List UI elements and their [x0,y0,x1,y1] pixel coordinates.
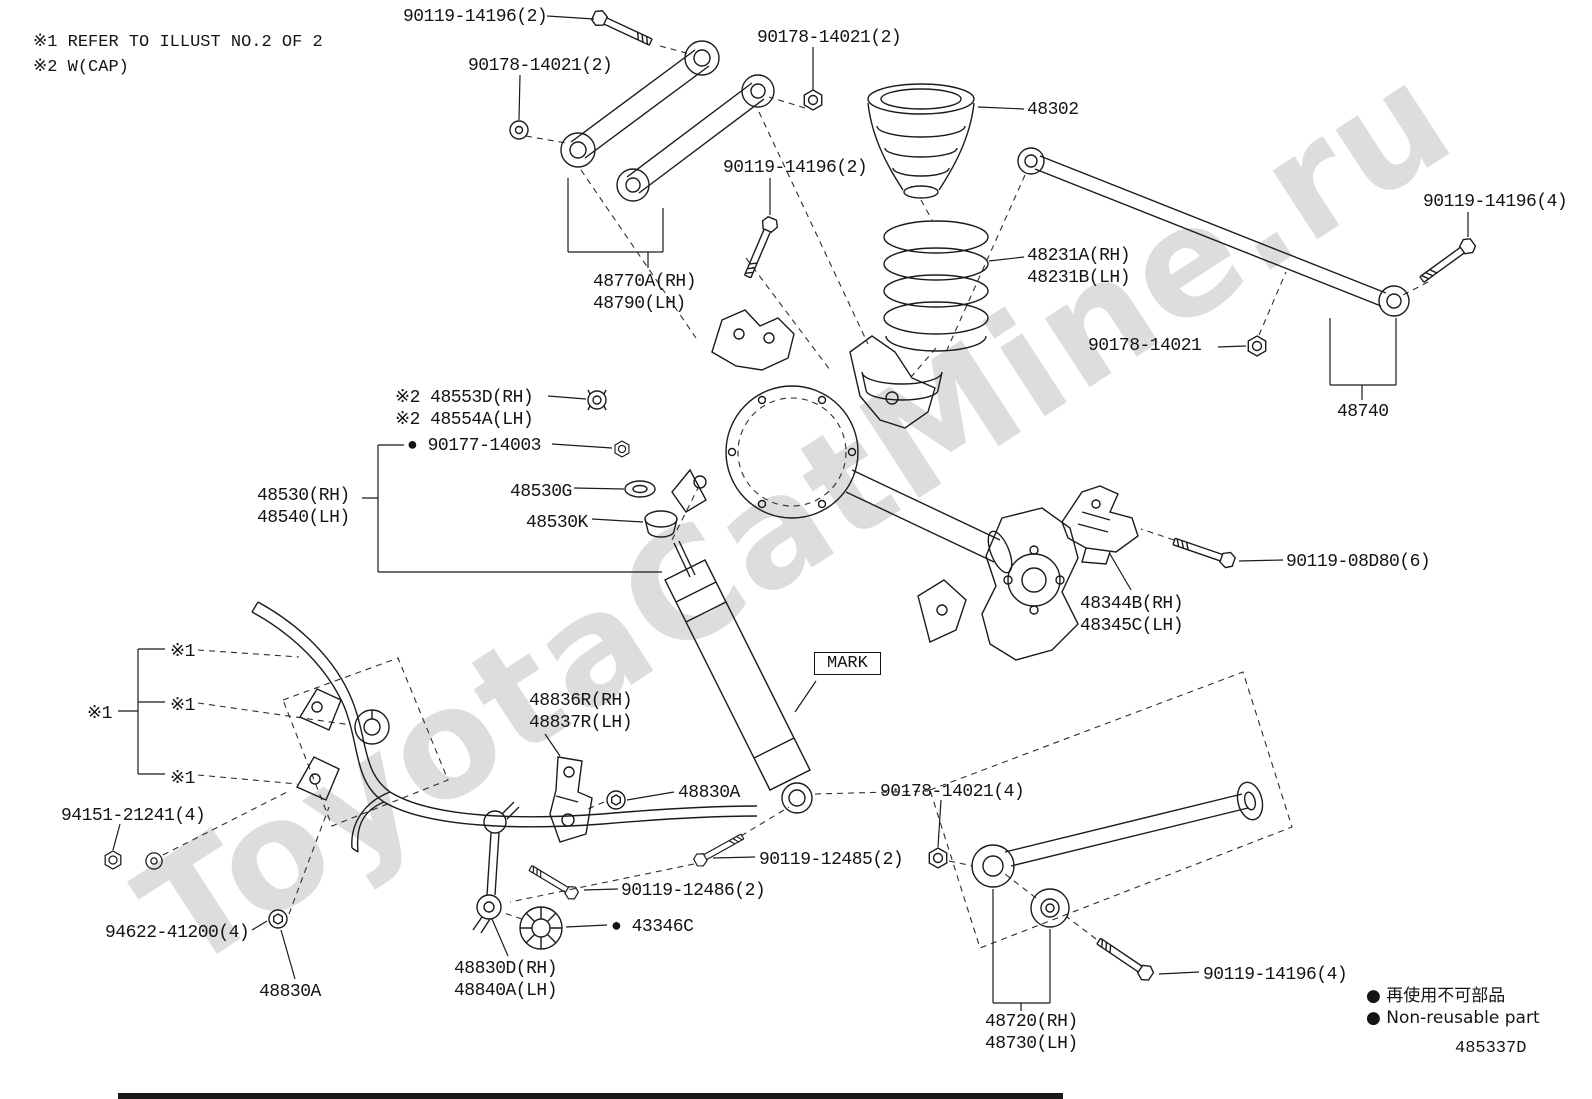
part-label: ※1 [170,696,195,716]
part-label: 48530G [510,482,572,502]
part-label: 48540(LH) [257,508,350,528]
spring-insulator-drawing [867,83,975,199]
part-label: 48231B(LH) [1027,268,1131,288]
part-label: 90119-14196(4) [1423,192,1568,212]
part-label: 90178-14021 [1088,336,1202,356]
axle-housing-drawing [671,309,1079,661]
part-label: ● 43346C [611,917,694,937]
part-label: 48840A(LH) [454,981,558,1001]
part-label: ● 90177-14003 [407,436,541,456]
part-label: ※2 48554A(LH) [395,410,534,430]
part-label: 48345C(LH) [1080,616,1184,636]
lower-control-arm-drawing [971,781,1264,928]
part-label: 90119-14196(4) [1203,965,1348,985]
part-label: ※1 [170,642,195,662]
leader-lines [112,15,1469,1011]
part-label: 90119-08D80(6) [1286,552,1431,572]
part-label: 90178-14021(2) [468,56,613,76]
stabilizer-bar-drawing [251,601,758,853]
part-label: 48530K [526,513,588,533]
mark-callout: MARK [814,652,881,675]
construction-lines [162,45,1429,949]
legend-non-reusable-en: ● Non-reusable part [1366,1008,1540,1028]
part-label: 48790(LH) [593,294,686,314]
part-label: 48836R(RH) [529,691,633,711]
lateral-rod-drawing [1017,147,1410,317]
part-label: 48530(RH) [257,486,350,506]
part-label: 48302 [1027,100,1079,120]
part-label: 90119-14196(2) [403,7,548,27]
spacer-bracket-drawing [1061,485,1139,565]
note-refer-illust: ※1 REFER TO ILLUST NO.2 OF 2 [33,33,323,52]
part-label: 48740 [1337,402,1389,422]
part-label: 90178-14021(4) [880,782,1025,802]
coil-spring-drawing [883,220,989,352]
part-label: 48837R(LH) [529,713,633,733]
note-w-cap: ※2 W(CAP) [33,58,129,77]
part-label: 48720(RH) [985,1012,1078,1032]
part-label: 90119-12486(2) [621,881,766,901]
part-label: 48830A [259,982,321,1002]
part-label: 48231A(RH) [1027,246,1131,266]
diagram-number: 485337D [1455,1039,1527,1058]
part-label: 94622-41200(4) [105,923,250,943]
part-label: 90119-14196(2) [723,158,868,178]
part-label: 94151-21241(4) [61,806,206,826]
part-label: 90119-12485(2) [759,850,904,870]
stabilizer-link-drawing [472,756,593,950]
part-label: 48344B(RH) [1080,594,1184,614]
part-label: ※1 [170,769,195,789]
part-label: 48770A(RH) [593,272,697,292]
part-label: 48830A [678,783,740,803]
legend-non-reusable-jp: ● 再使用不可部品 [1366,986,1506,1006]
part-label: ※2 48553D(RH) [395,388,534,408]
part-label: 48730(LH) [985,1034,1078,1054]
part-label: ※1 [87,704,112,724]
shock-absorber-drawing [587,389,813,814]
upper-control-arm-drawing [560,40,775,202]
part-label: 48830D(RH) [454,959,558,979]
part-label: 90178-14021(2) [757,28,902,48]
bottom-edge-bar [118,1093,1063,1099]
